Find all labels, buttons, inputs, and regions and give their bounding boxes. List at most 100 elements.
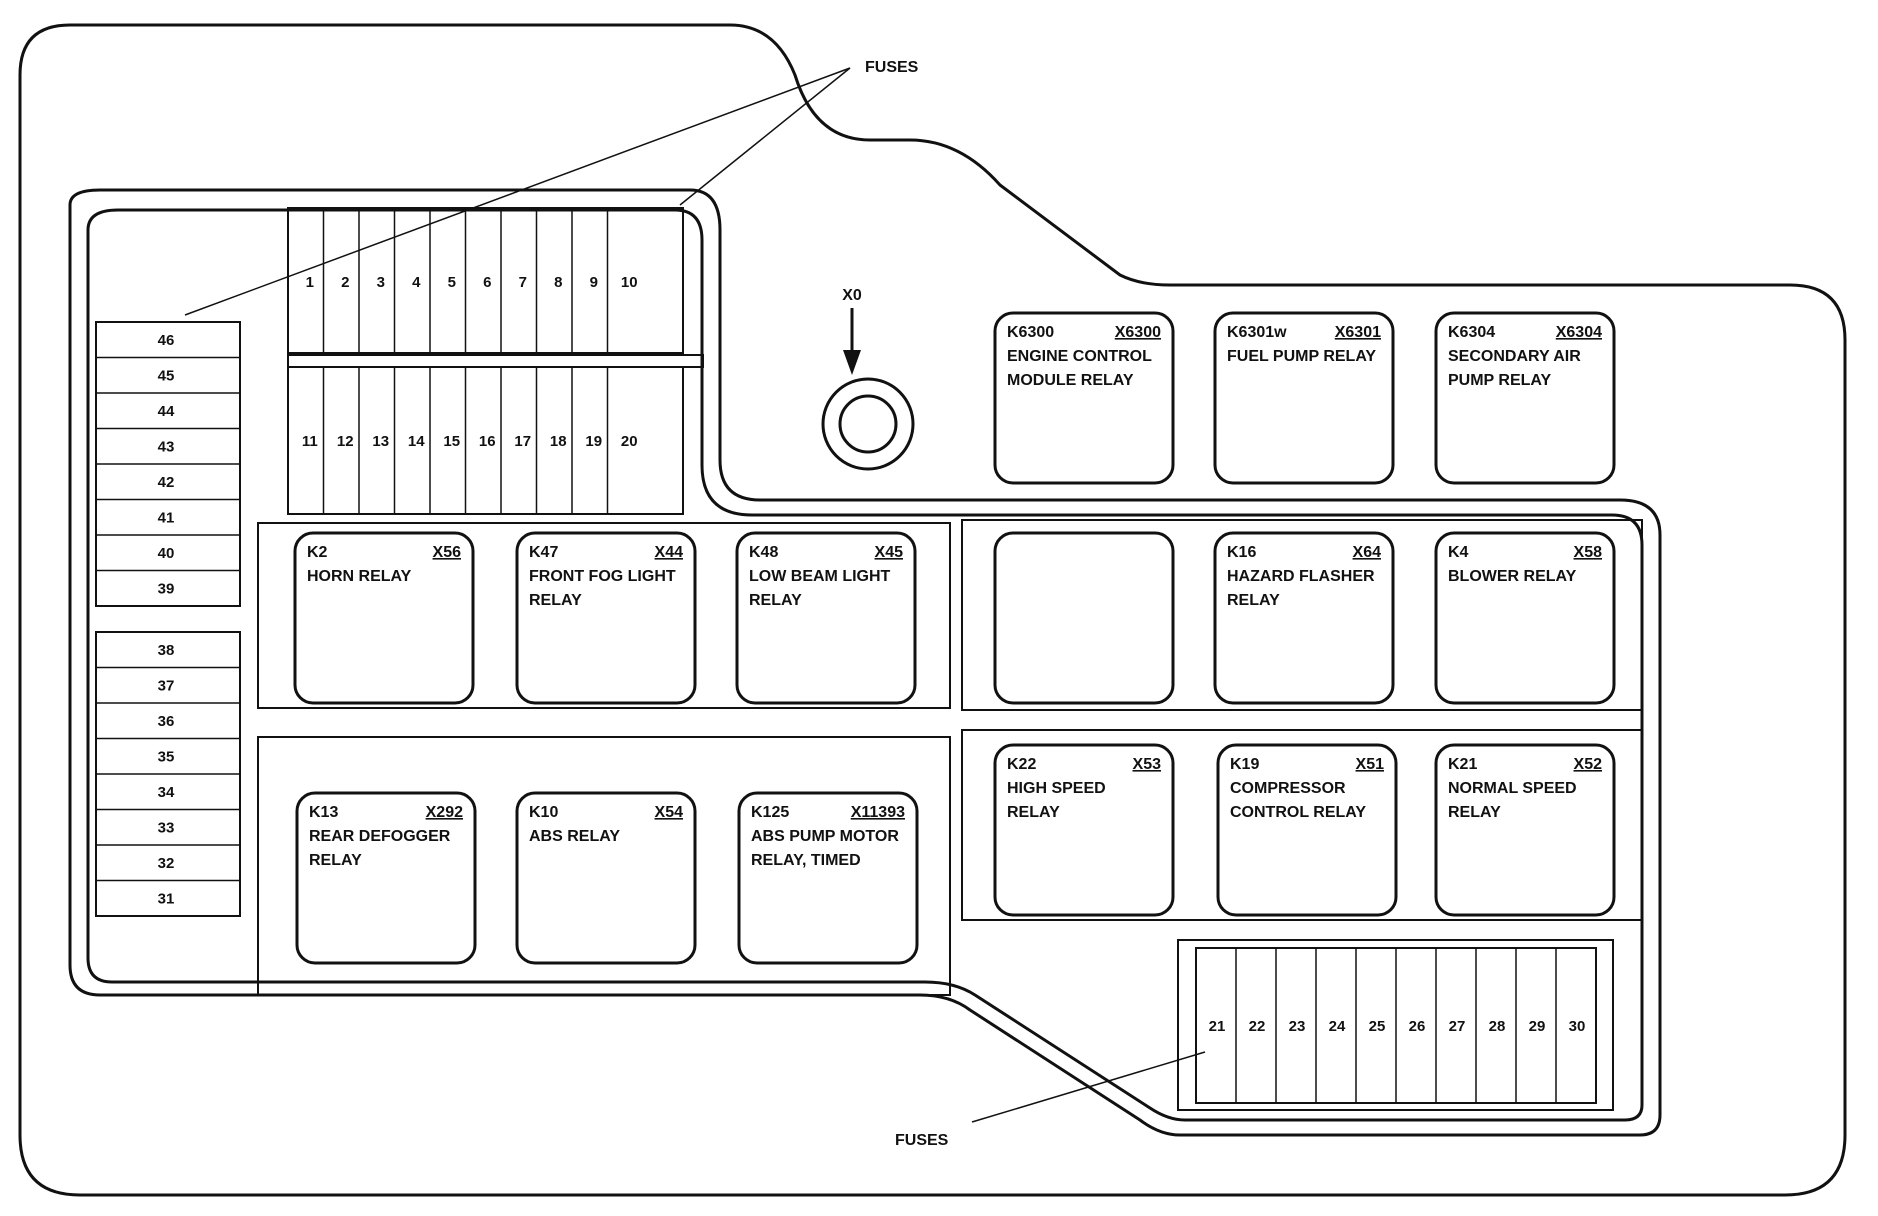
- relay-connector-id: X52: [1574, 756, 1603, 773]
- relay-description: REAR DEFOGGER: [309, 828, 451, 845]
- fuse-9: 9: [590, 274, 598, 291]
- fuse-27: 27: [1449, 1018, 1466, 1035]
- fuse-38: 38: [158, 642, 175, 659]
- relay-connector-id: X44: [655, 544, 684, 561]
- fuse-39: 39: [158, 580, 175, 597]
- relay-description: BLOWER RELAY: [1448, 568, 1577, 585]
- relay-id: K13: [309, 804, 338, 821]
- relay-socket: [735, 531, 917, 705]
- relay-description: RELAY: [1007, 804, 1060, 821]
- relay-connector-id: X51: [1356, 756, 1385, 773]
- fuse-11: 11: [302, 433, 318, 450]
- fuse-31: 31: [158, 890, 175, 907]
- relay-socket: [1216, 743, 1398, 917]
- fuse-block-lower-frame: [287, 366, 684, 515]
- fuse-29: 29: [1529, 1018, 1546, 1035]
- relay-connector-id: X6304: [1556, 324, 1602, 341]
- relay-id: K19: [1230, 756, 1259, 773]
- relay-description: RELAY: [1448, 804, 1501, 821]
- fuses-callout-top: FUSES: [184, 59, 919, 316]
- relay-id: K21: [1448, 756, 1477, 773]
- fuse-block-upper-frame: [287, 207, 684, 354]
- fuse-42: 42: [158, 474, 175, 491]
- housing-outline: [18, 23, 1847, 1197]
- relay-description: LOW BEAM LIGHT: [749, 568, 891, 585]
- relay-id: K48: [749, 544, 778, 561]
- fuse-21: 21: [1209, 1018, 1226, 1035]
- relay-socket: [515, 531, 697, 705]
- relay-connector-id: X292: [426, 804, 463, 821]
- fuse-46: 46: [158, 332, 175, 349]
- relay-description: PUMP RELAY: [1448, 372, 1551, 389]
- fuse-7: 7: [519, 274, 527, 291]
- relay-socket: [737, 791, 919, 965]
- relay-description: RELAY: [309, 852, 362, 869]
- relay-socket: [1213, 531, 1395, 705]
- relay-socket: [295, 791, 477, 965]
- fuse-24: 24: [1329, 1018, 1346, 1035]
- fuse-19: 19: [585, 433, 602, 450]
- fuses-leader-line-left: [184, 67, 851, 316]
- relay-socket: [993, 743, 1175, 917]
- fuse-1: 1: [306, 274, 314, 291]
- fuse-3: 3: [377, 274, 385, 291]
- fuse-33: 33: [158, 819, 175, 836]
- relay-description: HIGH SPEED: [1007, 780, 1106, 797]
- fuse-12: 12: [337, 433, 354, 450]
- fuse-6: 6: [483, 274, 491, 291]
- relay-description: FRONT FOG LIGHT: [529, 568, 676, 585]
- fuse-13: 13: [372, 433, 389, 450]
- relay-description: RELAY: [529, 592, 582, 609]
- relay-empty-slot: [993, 531, 1175, 705]
- fuse-2: 2: [341, 274, 349, 291]
- relay-connector-id: X54: [655, 804, 684, 821]
- fuse-block-bottom-outer: [1177, 939, 1614, 1111]
- relay-socket: [293, 531, 475, 705]
- fuses-callout-top-label: FUSES: [865, 59, 919, 76]
- relay-socket: [1434, 743, 1616, 917]
- fuse-41: 41: [158, 509, 175, 526]
- relay-description: RELAY: [1227, 592, 1280, 609]
- relay-connector-id: X11393: [851, 804, 905, 821]
- relay-socket: [1213, 311, 1395, 485]
- fuses-callout-bottom: FUSES: [895, 1051, 1206, 1149]
- connector-ring-inner: [838, 394, 898, 454]
- fuse-4: 4: [412, 274, 421, 291]
- fuse-20: 20: [621, 433, 638, 450]
- fuse-16: 16: [479, 433, 496, 450]
- fuse-36: 36: [158, 713, 175, 730]
- relay-connector-id: X64: [1353, 544, 1382, 561]
- fuse-8: 8: [554, 274, 562, 291]
- relay-socket: [993, 531, 1175, 705]
- relay-description: HORN RELAY: [307, 568, 412, 585]
- fuse-35: 35: [158, 748, 175, 765]
- inner-panel-inner: [86, 208, 1644, 1122]
- relay-connector-id: X53: [1133, 756, 1162, 773]
- fuse-25: 25: [1369, 1018, 1386, 1035]
- relay-description: CONTROL RELAY: [1230, 804, 1366, 821]
- fuse-23: 23: [1289, 1018, 1306, 1035]
- relay-connector-id: X45: [875, 544, 904, 561]
- relay-id: K125: [751, 804, 789, 821]
- connector-x0: X0: [821, 287, 915, 471]
- relay-description: ABS RELAY: [529, 828, 620, 845]
- relay-id: K10: [529, 804, 558, 821]
- relay-connector-id: X56: [433, 544, 462, 561]
- relay-connector-id: X6300: [1115, 324, 1161, 341]
- fuse-22: 22: [1249, 1018, 1266, 1035]
- fuse-37: 37: [158, 677, 175, 694]
- relay-connector-id: X6301: [1335, 324, 1381, 341]
- relay-socket: [1434, 311, 1616, 485]
- connector-ring-outer: [821, 377, 915, 471]
